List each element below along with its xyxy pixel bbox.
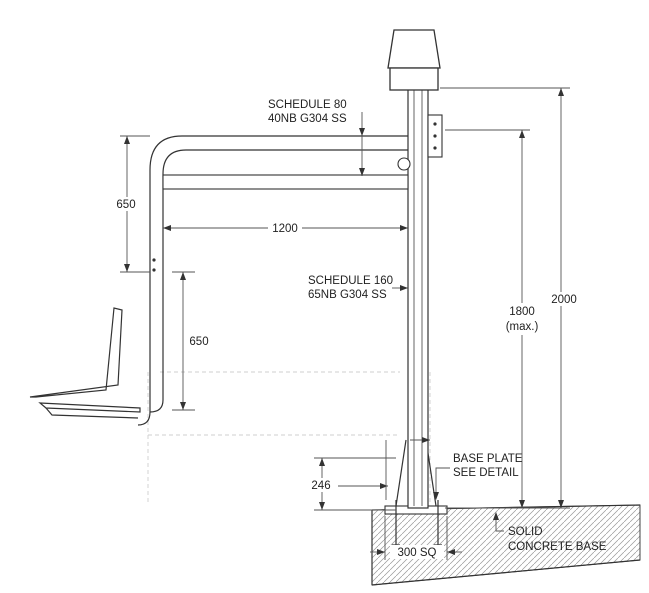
callout-schedule-80: SCHEDULE 80 40NB G304 SS — [268, 99, 365, 176]
callout-concrete-base: SOLID CONCRETE BASE — [493, 512, 607, 553]
motor-housing — [387, 29, 441, 91]
schedule80-label-line1: SCHEDULE 80 — [268, 99, 347, 111]
dim-footing: 246 — [306, 440, 396, 511]
boom-arm — [137, 135, 409, 426]
dim-base-plate: 300 SQ — [370, 516, 462, 560]
dim-arm-height: 650 — [112, 135, 150, 273]
post-height-note: (max.) — [506, 321, 539, 333]
concrete-base — [371, 504, 641, 586]
base-plate-label-line1: BASE PLATE — [453, 453, 523, 465]
schedule160-label-line1: SCHEDULE 160 — [308, 275, 393, 287]
callout-schedule-160: SCHEDULE 160 65NB G304 SS — [308, 275, 408, 301]
dim-overall-height: 2000 — [440, 87, 584, 509]
dim-arm-length: 1200 — [163, 221, 408, 235]
arm-length-value: 1200 — [272, 223, 298, 235]
mounting-bracket — [397, 114, 443, 171]
seat — [29, 307, 141, 419]
base-plate-size-value: 300 SQ — [398, 547, 437, 559]
ghost-guidelines — [147, 371, 431, 505]
overall-height-value: 2000 — [551, 294, 577, 306]
concrete-label-line2: CONCRETE BASE — [508, 541, 607, 553]
base-plate-label-line2: SEE DETAIL — [453, 467, 519, 479]
schedule80-label-line2: 40NB G304 SS — [268, 113, 347, 125]
dim-post-height: 1800 (max.) — [445, 129, 544, 509]
schedule160-label-line2: 65NB G304 SS — [308, 289, 387, 301]
callout-base-plate: BASE PLATE SEE DETAIL — [410, 437, 523, 500]
footing-height-value: 246 — [311, 480, 330, 492]
concrete-label-line1: SOLID — [508, 526, 543, 538]
post-height-value: 1800 — [509, 306, 535, 318]
main-post — [407, 87, 429, 509]
arm-height-value: 650 — [116, 199, 135, 211]
dim-seat-drop: 650 — [172, 271, 213, 411]
seat-drop-value: 650 — [189, 336, 208, 348]
